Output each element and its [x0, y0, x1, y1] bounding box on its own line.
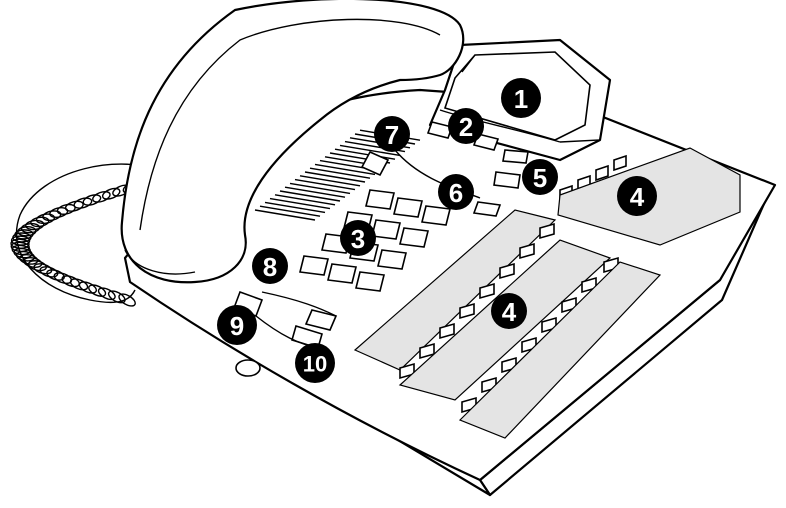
- dial-key[interactable]: [356, 272, 384, 291]
- callout-number: 1: [514, 84, 528, 114]
- callout-c6: 6: [438, 174, 474, 210]
- callout-c5: 5: [522, 159, 558, 195]
- callout-c2: 2: [448, 108, 484, 144]
- cord-coil: [42, 210, 61, 222]
- cord-coil: [117, 292, 137, 309]
- callout-number: 8: [263, 252, 277, 282]
- callout-number: 9: [230, 311, 244, 341]
- dial-key[interactable]: [394, 198, 422, 217]
- callout-number: 4: [630, 182, 645, 212]
- cord-coil: [28, 259, 48, 272]
- cord-coil: [91, 190, 111, 204]
- dial-key[interactable]: [328, 264, 356, 283]
- callout-c10: 10: [295, 343, 335, 383]
- dial-key[interactable]: [400, 228, 428, 247]
- callout-c3: 3: [340, 220, 376, 256]
- callout-number: 2: [459, 112, 473, 142]
- callout-number: 3: [351, 224, 365, 254]
- cord-coil: [87, 283, 107, 299]
- hold-key[interactable]: [474, 202, 500, 216]
- cord-coil: [36, 213, 55, 225]
- callout-c7: 7: [374, 116, 410, 152]
- callout-number: 5: [533, 163, 547, 193]
- dial-key[interactable]: [300, 256, 328, 275]
- dial-key[interactable]: [372, 220, 400, 239]
- callout-c4a: 4: [617, 176, 657, 216]
- volume-key[interactable]: [494, 172, 520, 188]
- callout-c1: 1: [501, 78, 541, 118]
- callout-number: 6: [449, 178, 463, 208]
- display-key-right[interactable]: [503, 150, 528, 163]
- cord-coil: [101, 186, 121, 201]
- callout-number: 10: [303, 352, 327, 377]
- callout-number: 4: [502, 297, 517, 327]
- callout-c8: 8: [252, 248, 288, 284]
- dial-key[interactable]: [422, 206, 450, 225]
- dial-key[interactable]: [378, 250, 406, 269]
- dial-key[interactable]: [366, 190, 394, 209]
- cord-coil: [97, 286, 117, 302]
- base-foot: [236, 360, 260, 376]
- cord-coil: [30, 216, 49, 227]
- callout-number: 7: [385, 120, 399, 150]
- callout-c9: 9: [217, 305, 257, 345]
- callout-c4b: 4: [491, 293, 527, 329]
